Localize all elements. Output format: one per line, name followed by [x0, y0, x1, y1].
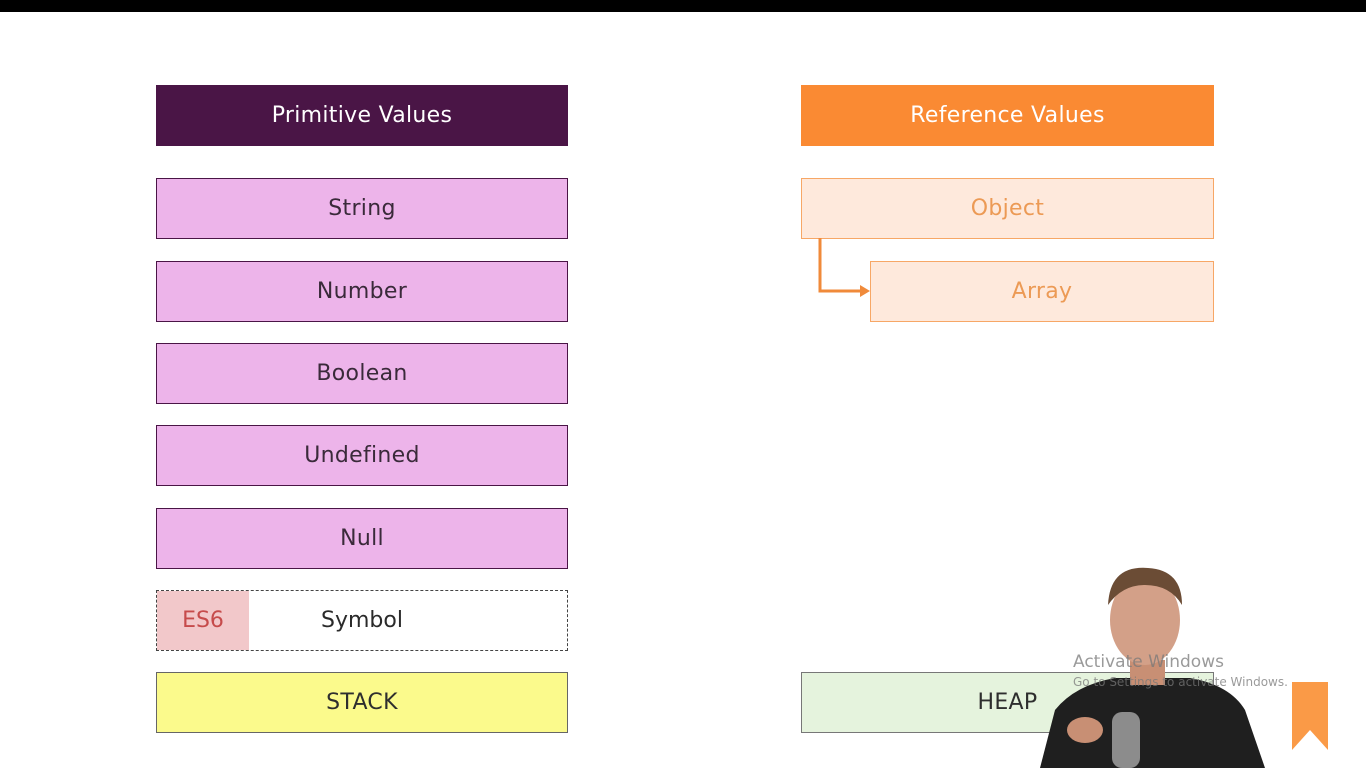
windows-activation-watermark: Activate Windows Go to Settings to activ…: [1073, 652, 1288, 692]
watermark-subtitle: Go to Settings to activate Windows.: [1073, 675, 1288, 689]
watermark-title: Activate Windows: [1073, 652, 1224, 672]
primitive-item-symbol: ES6 Symbol: [156, 590, 568, 651]
reference-item-array: Array: [870, 261, 1214, 322]
reference-values-header: Reference Values: [801, 85, 1214, 146]
primitive-item-boolean: Boolean: [156, 343, 568, 404]
primitive-item-undefined: Undefined: [156, 425, 568, 486]
reference-item-object: Object: [801, 178, 1214, 239]
es6-badge: ES6: [157, 591, 249, 650]
top-black-bar: [0, 0, 1366, 12]
primitive-item-string: String: [156, 178, 568, 239]
primitive-item-number: Number: [156, 261, 568, 322]
primitive-item-null: Null: [156, 508, 568, 569]
stack-label: STACK: [156, 672, 568, 733]
symbol-label: Symbol: [321, 608, 403, 633]
bookmark-icon[interactable]: [1290, 680, 1330, 752]
presenter-video-overlay: [1040, 567, 1265, 768]
primitive-values-header: Primitive Values: [156, 85, 568, 146]
